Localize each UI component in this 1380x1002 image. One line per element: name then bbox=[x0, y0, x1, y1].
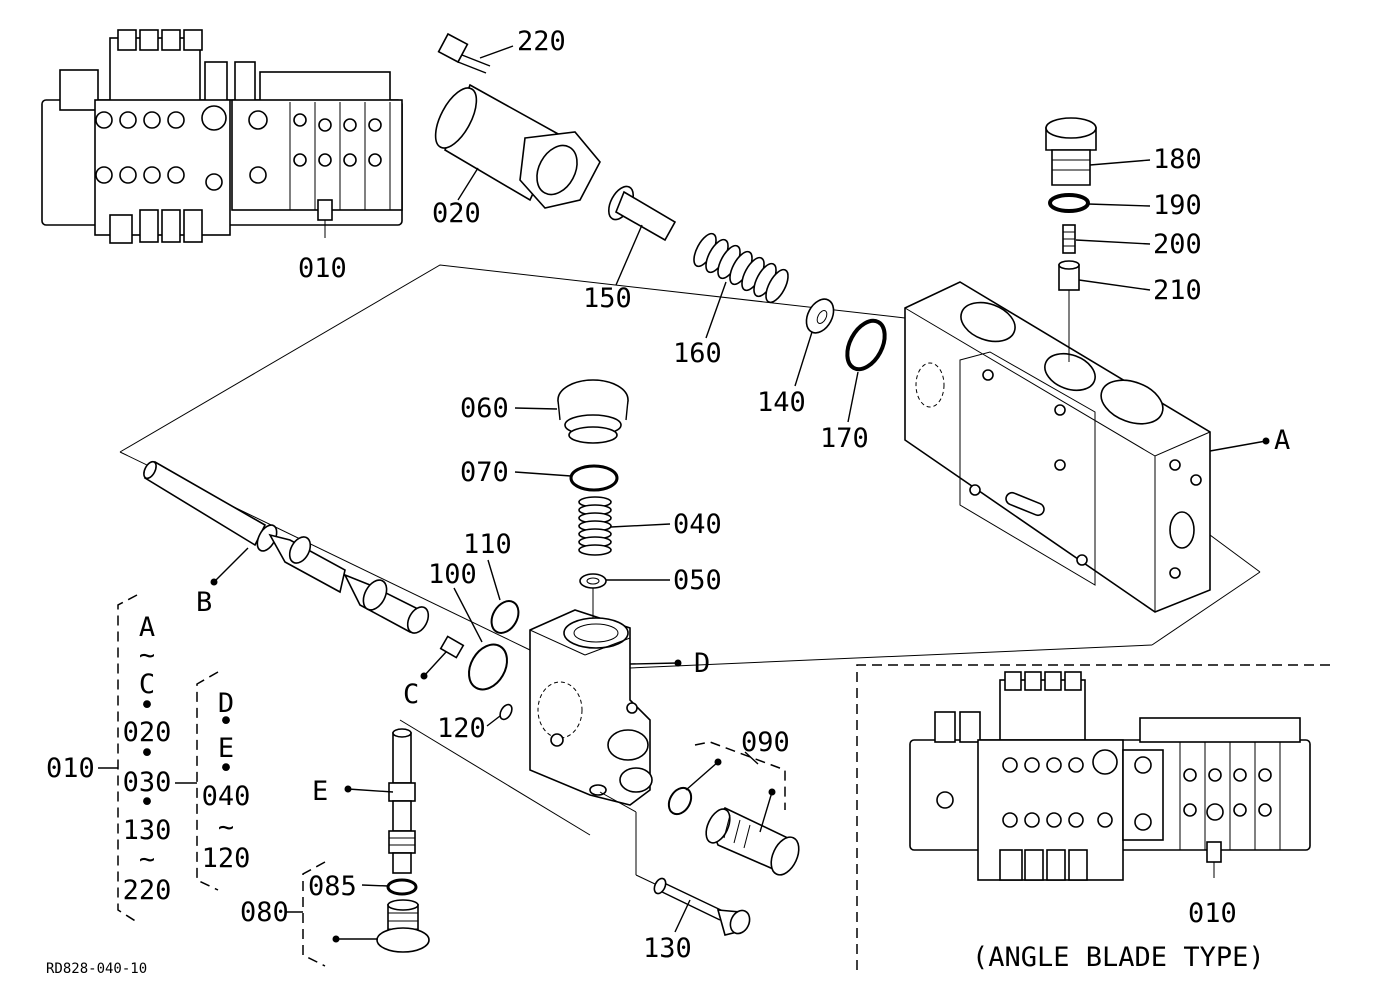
spring-040 bbox=[578, 496, 612, 556]
label-180: 180 bbox=[1153, 144, 1202, 175]
bolt-220 bbox=[437, 32, 491, 74]
oring-190 bbox=[1048, 193, 1090, 213]
range1-item: 130 bbox=[123, 815, 172, 846]
valve-body-D bbox=[529, 609, 653, 806]
range1-item: 020 bbox=[123, 717, 172, 748]
range1-item: C bbox=[139, 669, 155, 700]
poppet-210 bbox=[1058, 260, 1080, 291]
label-C: C bbox=[403, 679, 419, 710]
range1-item: A bbox=[139, 612, 155, 643]
range2-item: ~ bbox=[218, 812, 234, 843]
range1-item: • bbox=[139, 738, 155, 769]
range-column-2: D • E • 040 ~ 120 bbox=[202, 688, 251, 874]
range2-item: 120 bbox=[202, 843, 251, 874]
label-010-inset: 010 bbox=[1188, 898, 1237, 929]
range2-item: 040 bbox=[202, 781, 251, 812]
spool-E bbox=[388, 728, 416, 874]
label-140: 140 bbox=[757, 387, 806, 418]
poppet-150 bbox=[607, 185, 677, 242]
label-090: 090 bbox=[741, 727, 790, 758]
label-010-left: 010 bbox=[46, 753, 95, 784]
label-070: 070 bbox=[460, 457, 509, 488]
label-020: 020 bbox=[432, 198, 481, 229]
oring-110 bbox=[490, 600, 520, 634]
spring-160 bbox=[693, 232, 789, 304]
fitting-090 bbox=[705, 807, 800, 876]
label-B: B bbox=[196, 587, 212, 618]
plug-080 bbox=[376, 899, 430, 953]
inset-frame bbox=[856, 664, 1336, 970]
label-120: 120 bbox=[437, 713, 486, 744]
label-A: A bbox=[1274, 425, 1290, 456]
label-080: 080 bbox=[240, 897, 289, 928]
valve-assembly-top-left bbox=[41, 29, 403, 244]
range2-item: E bbox=[218, 733, 234, 764]
bolt-130 bbox=[653, 877, 751, 936]
oring-120 bbox=[499, 703, 513, 721]
range-column-1: A ~ C • 020 • 030 • 130 ~ 220 bbox=[123, 612, 172, 906]
spool-B bbox=[143, 460, 430, 634]
label-170: 170 bbox=[820, 423, 869, 454]
plug-060 bbox=[557, 379, 629, 444]
range2-item: D bbox=[218, 688, 234, 719]
seat-050 bbox=[579, 573, 607, 589]
oring-090 bbox=[667, 786, 693, 816]
range1-item: ~ bbox=[139, 844, 155, 875]
label-150: 150 bbox=[583, 283, 632, 314]
washer-140 bbox=[805, 298, 835, 334]
inset-caption: (ANGLE BLADE TYPE) bbox=[972, 942, 1265, 973]
label-160: 160 bbox=[673, 338, 722, 369]
label-130: 130 bbox=[643, 933, 692, 964]
label-010-top: 010 bbox=[298, 253, 347, 284]
check-part-C bbox=[439, 635, 465, 659]
range2-item: • bbox=[218, 706, 234, 737]
label-200: 200 bbox=[1153, 229, 1202, 260]
range1-item: • bbox=[139, 690, 155, 721]
range1-item: ~ bbox=[139, 640, 155, 671]
range1-item: • bbox=[139, 787, 155, 818]
label-110: 110 bbox=[463, 529, 512, 560]
valve-assembly-inset bbox=[909, 671, 1311, 881]
label-220: 220 bbox=[517, 26, 566, 57]
range2-item: • bbox=[218, 753, 234, 784]
spring-200 bbox=[1062, 224, 1076, 254]
label-060: 060 bbox=[460, 393, 509, 424]
plug-180 bbox=[1045, 117, 1097, 186]
label-210: 210 bbox=[1153, 275, 1202, 306]
oring-070 bbox=[569, 464, 619, 492]
label-085: 085 bbox=[308, 871, 357, 902]
valve-section-A bbox=[904, 281, 1270, 613]
range1-item: 220 bbox=[123, 875, 172, 906]
oring-085 bbox=[386, 878, 418, 896]
label-100: 100 bbox=[428, 559, 477, 590]
label-D: D bbox=[694, 648, 710, 679]
label-040: 040 bbox=[673, 509, 722, 540]
oring-100 bbox=[468, 643, 508, 691]
label-190: 190 bbox=[1153, 190, 1202, 221]
label-050: 050 bbox=[673, 565, 722, 596]
cover-020 bbox=[434, 83, 601, 209]
range1-item: 030 bbox=[123, 767, 172, 798]
figure-code: RD828-040-10 bbox=[46, 961, 147, 977]
oring-170 bbox=[845, 318, 887, 372]
label-E: E bbox=[312, 776, 328, 807]
